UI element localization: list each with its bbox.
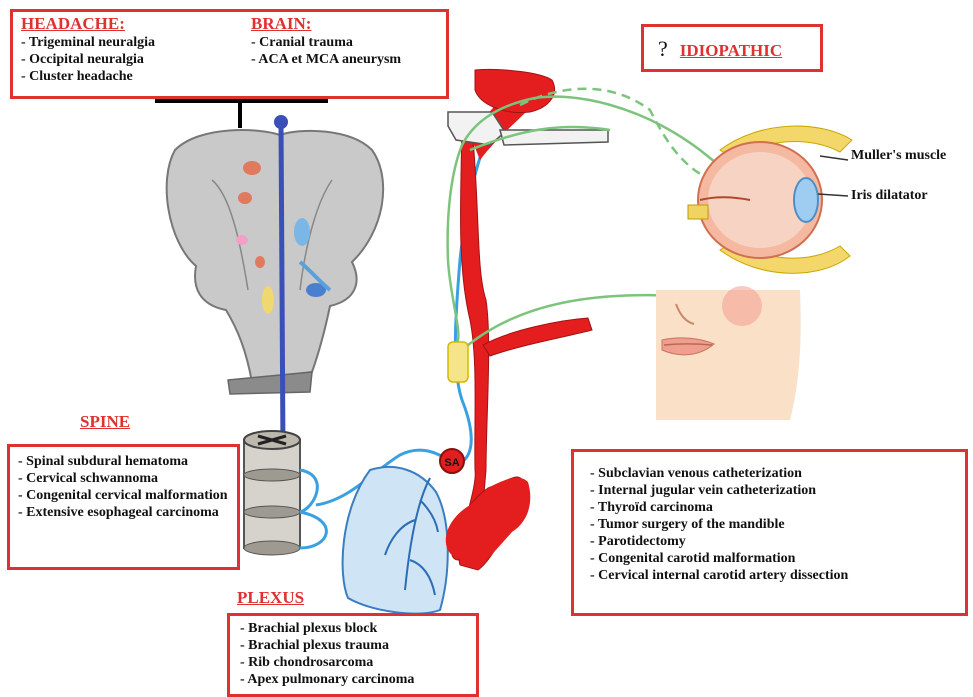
spine-item: - Extensive esophageal carcinoma — [18, 504, 228, 521]
plexus-box: - Brachial plexus block - Brachial plexu… — [227, 613, 479, 697]
nerve-end-top — [274, 115, 288, 129]
idiopathic-title: IDIOPATHIC — [680, 41, 782, 60]
headache-brain-box: HEADACHE: - Trigeminal neuralgia - Occip… — [10, 9, 449, 99]
spine-item: - Cervical schwannoma — [18, 470, 237, 487]
iris-dilatator-label: Iris dilatator — [851, 188, 928, 204]
carotid-item: - Subclavian venous catheterization — [590, 465, 965, 482]
plexus-item: - Apex pulmonary carcinoma — [240, 671, 476, 688]
question-mark: ? — [658, 36, 668, 61]
muller-leader — [820, 156, 848, 160]
spine-item: - Spinal subdural hematoma — [18, 453, 237, 470]
carotid-item: - Parotidectomy — [590, 533, 965, 550]
central-nerve-line — [281, 122, 283, 452]
brain-item: - Cranial trauma — [251, 34, 401, 51]
carotid-box: - Subclavian venous catheterization - In… — [571, 449, 968, 616]
carotid-item: - Thyroïd carcinoma — [590, 499, 965, 516]
carotid-item: - Internal jugular vein catheterization — [590, 482, 965, 499]
face — [656, 286, 801, 420]
idiopathic-box: ? IDIOPATHIC — [641, 24, 823, 72]
brain-title: BRAIN: — [251, 14, 401, 34]
carotid-item: - Cervical internal carotid artery disse… — [590, 567, 965, 584]
lung — [343, 467, 448, 614]
superior-cervical-ganglion — [448, 342, 468, 382]
plexus-item: - Brachial plexus block — [240, 620, 476, 637]
eye — [688, 126, 852, 273]
carotid-item: - Congenital carotid malformation — [590, 550, 965, 567]
spine-segment — [244, 431, 300, 555]
plexus-item: - Rib chondrosarcoma — [240, 654, 476, 671]
plexus-title: PLEXUS — [237, 588, 304, 608]
headache-item: - Cluster headache — [21, 68, 155, 85]
sa-label: SA — [444, 457, 459, 469]
spine-title: SPINE — [80, 412, 130, 432]
headache-item: - Occipital neuralgia — [21, 51, 155, 68]
headache-title: HEADACHE: — [21, 14, 155, 34]
carotid-item: - Tumor surgery of the mandible — [590, 516, 965, 533]
muller-muscle-label: Muller's muscle — [851, 148, 946, 164]
spine-item: - Congenital cervical malformation — [12, 487, 228, 504]
headache-item: - Trigeminal neuralgia — [21, 34, 155, 51]
spine-box: - Spinal subdural hematoma - Cervical sc… — [7, 444, 240, 570]
spinal-root-nerves — [300, 470, 326, 548]
brain-item: - ACA et MCA aneurysm — [251, 51, 401, 68]
brainstem — [167, 130, 383, 394]
plexus-item: - Brachial plexus trauma — [240, 637, 476, 654]
